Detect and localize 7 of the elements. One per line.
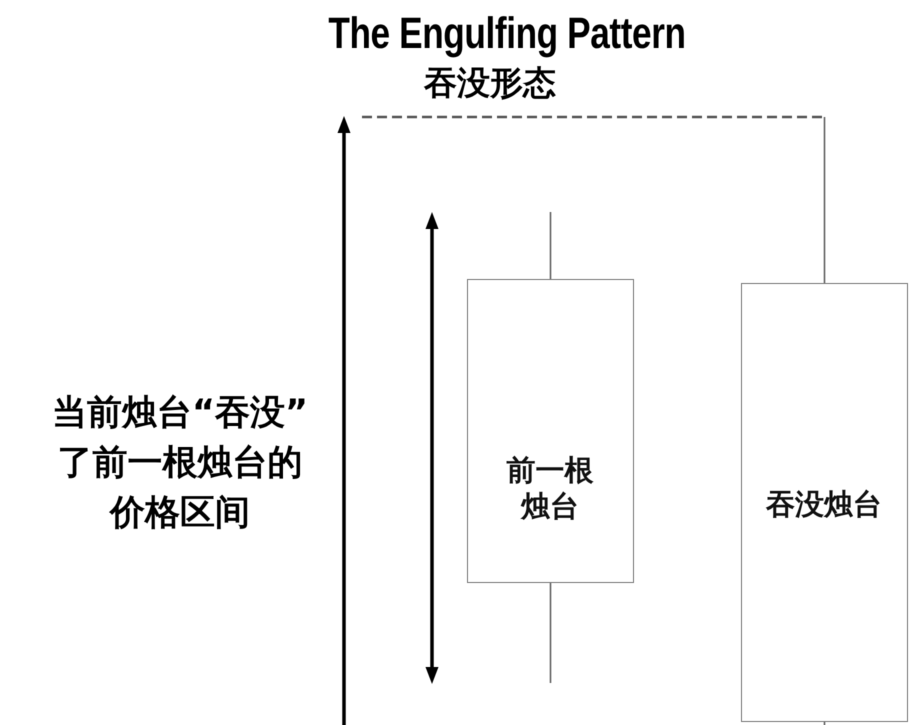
- candle-label: 前一根烛台: [506, 452, 594, 524]
- candle-body: [467, 279, 634, 583]
- title: The Engulfing Pattern: [328, 8, 686, 60]
- candle-label: 吞没烛台: [764, 486, 883, 522]
- subtitle: 吞没形态: [424, 63, 556, 103]
- annotation-text: 当前烛台“吞没”了前一根烛台的价格区间: [50, 392, 309, 535]
- candle-body: [741, 283, 908, 722]
